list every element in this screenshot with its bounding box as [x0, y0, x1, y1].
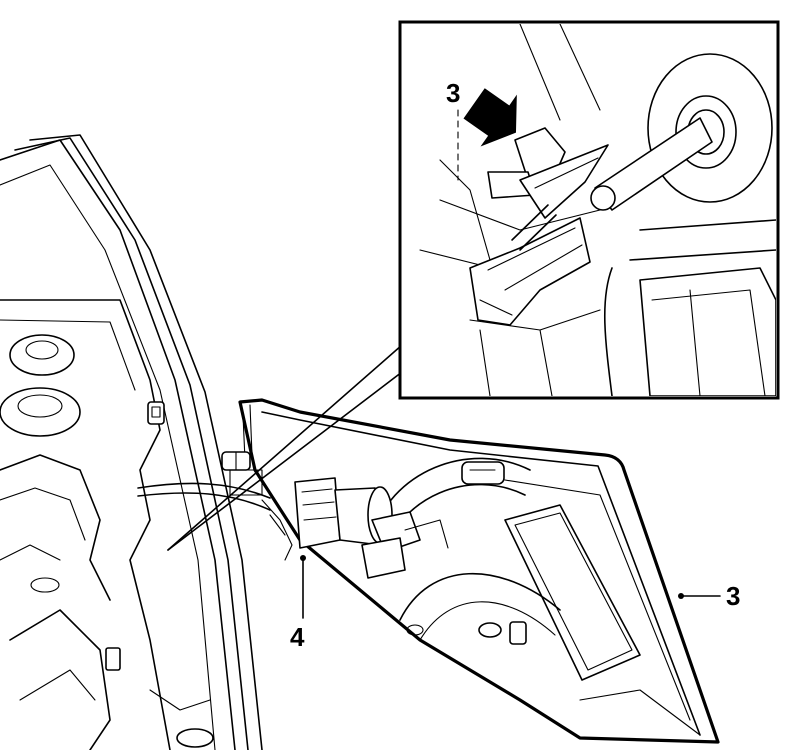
push-arrow-icon	[463, 88, 517, 147]
callout-labels: 3 3 4	[290, 78, 740, 652]
connector-label: 4	[290, 622, 305, 652]
plug-connector	[221, 451, 449, 579]
lamp-label: 3	[726, 581, 740, 611]
wiring-harness	[137, 469, 293, 561]
detail-inset	[398, 20, 780, 400]
rear-lamp	[238, 398, 720, 744]
vehicle-body	[0, 134, 263, 750]
inset-leader	[167, 344, 403, 551]
inset-arrow-label: 3	[446, 78, 460, 108]
